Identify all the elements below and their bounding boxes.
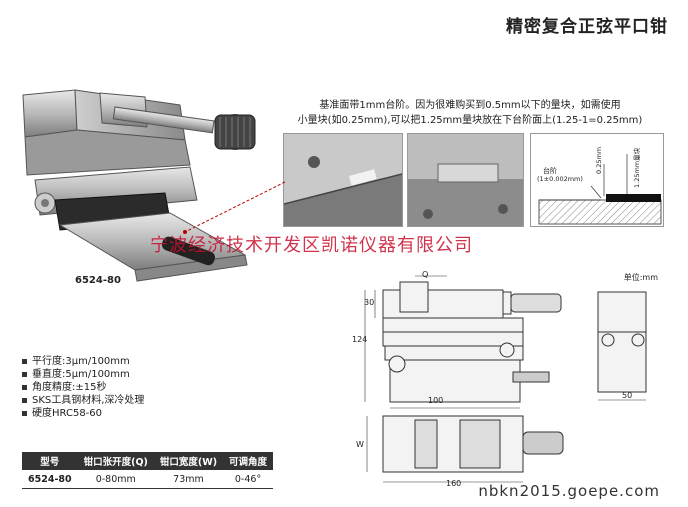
spec-list: 平行度:3μm/100mm 垂直度:5μm/100mm 角度精度:±15秒 SK… xyxy=(20,355,144,420)
site-watermark: nbkn2015.goepe.com xyxy=(478,482,660,500)
table-header: 可调角度 xyxy=(223,452,274,470)
watermark-company: 宁波经济技术开发区凯诺仪器有限公司 xyxy=(150,235,473,256)
technical-drawing xyxy=(364,275,647,483)
page-title: 精密复合正弦平口钳 xyxy=(506,17,668,37)
detail-photo-step xyxy=(283,133,403,227)
gauge-small-label: 0.25mm xyxy=(595,146,603,174)
step-tolerance: (1±0.002mm) xyxy=(537,175,583,183)
table-header: 钳口张开度(Q) xyxy=(77,452,154,470)
table-cell: 73mm xyxy=(153,470,224,489)
gauge-large-label: 1.25mm量块 xyxy=(633,147,641,188)
description-caption: 基准面带1mm台阶。因为很难购买到0.5mm以下的量块，如需使用 小量块(如0.… xyxy=(280,98,660,128)
spec-item: 平行度:3μm/100mm xyxy=(20,355,144,368)
vise-product-photo xyxy=(22,89,256,282)
leader-line xyxy=(183,181,286,234)
model-label: 6524-80 xyxy=(75,275,121,286)
caption-line-2: 小量块(如0.25mm),可以把1.25mm量块放在下台阶面上(1.25-1=0… xyxy=(297,115,643,126)
dim-124: 124 xyxy=(352,335,368,344)
step-label: 台阶 xyxy=(543,167,557,175)
spec-item: SKS工具钢材料,深冷处理 xyxy=(20,394,144,407)
caption-line-1: 基准面带1mm台阶。因为很难购买到0.5mm以下的量块，如需使用 xyxy=(319,100,621,111)
table-cell: 0-80mm xyxy=(77,470,154,489)
spec-item: 垂直度:5μm/100mm xyxy=(20,368,144,381)
spec-item: 硬度HRC58-60 xyxy=(20,407,144,420)
table-cell: 0-46° xyxy=(223,470,274,489)
unit-label: 单位:mm xyxy=(623,273,658,282)
step-diagram-drawing xyxy=(538,154,662,225)
spec-item: 角度精度:±15秒 xyxy=(20,381,144,394)
dim-100: 100 xyxy=(428,396,444,405)
dim-q: Q xyxy=(422,270,429,279)
table-header: 型号 xyxy=(22,452,78,470)
detail-photo-gauge xyxy=(407,133,524,227)
dim-50: 50 xyxy=(622,391,633,400)
dim-w: W xyxy=(356,440,364,449)
table-header-row: 型号 钳口张开度(Q) 钳口宽度(W) 可调角度 xyxy=(22,452,274,470)
table-header: 钳口宽度(W) xyxy=(153,452,224,470)
dim-160: 160 xyxy=(446,479,462,488)
step-diagram: 台阶 (1±0.002mm) 0.25mm 1.25mm量块 xyxy=(530,133,664,227)
table-row: 6524-80 0-80mm 73mm 0-46° xyxy=(22,470,274,489)
spec-table: 型号 钳口张开度(Q) 钳口宽度(W) 可调角度 6524-80 0-80mm … xyxy=(22,452,274,489)
table-cell: 6524-80 xyxy=(22,470,78,489)
dim-30: 30 xyxy=(364,298,375,307)
